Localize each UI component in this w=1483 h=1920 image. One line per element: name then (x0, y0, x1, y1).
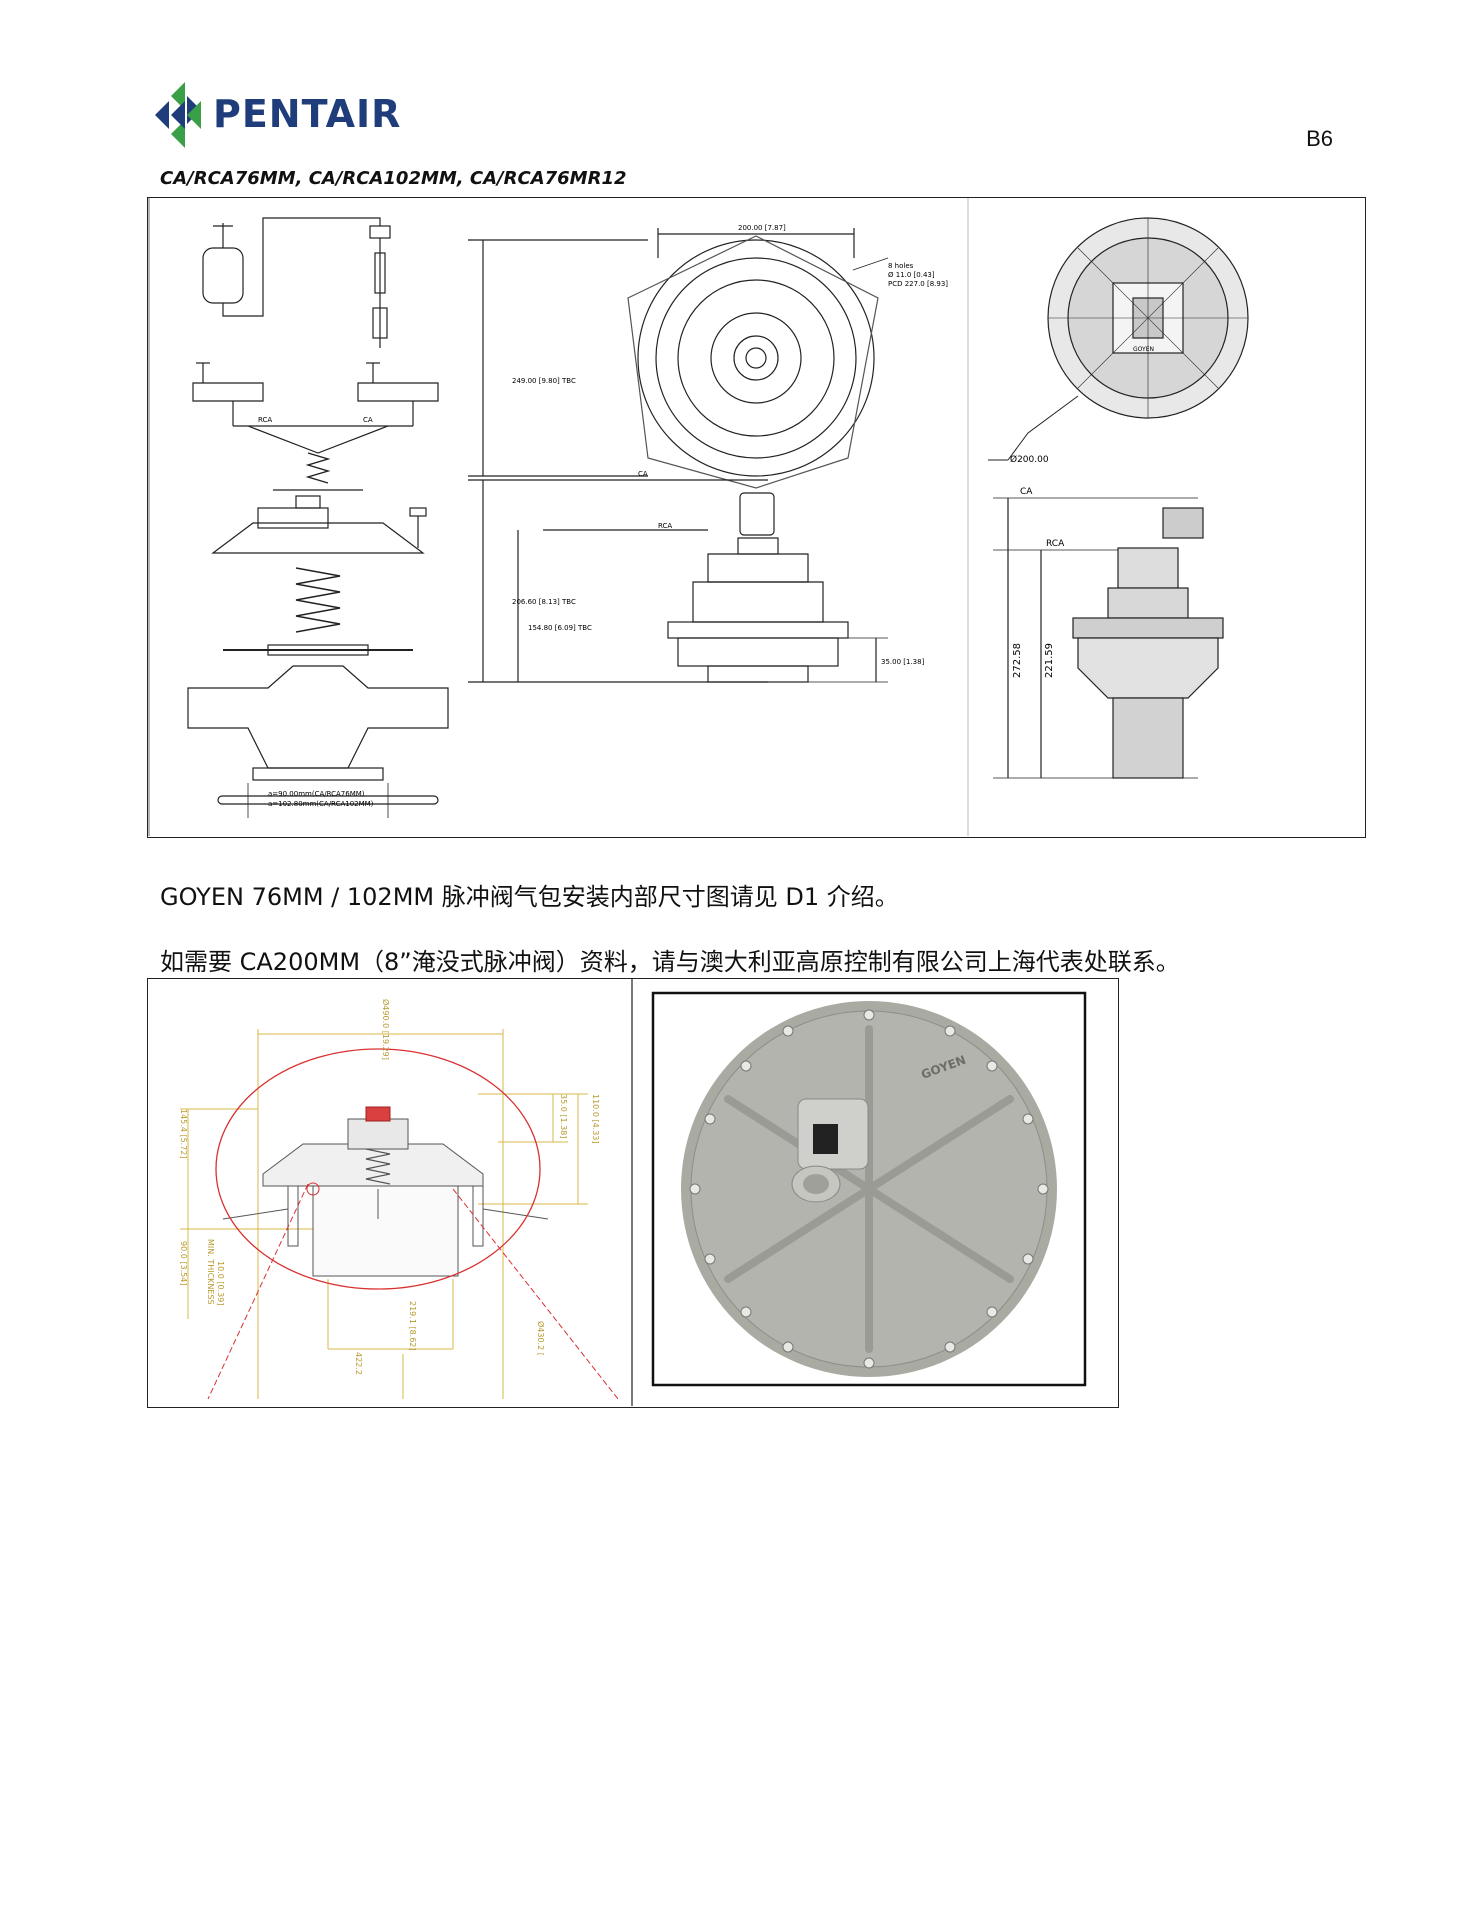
dim-110: 110.0 [4.33] (591, 1094, 600, 1144)
dim-422: 422.2 (354, 1352, 363, 1375)
dim-90: 90.0 [3.54] (179, 1241, 188, 1285)
pilot-housing-shape (202, 247, 244, 304)
red-highlight-ellipse (215, 1048, 541, 1290)
dim-rca-height: 154.80 [6.09] TBC (528, 624, 592, 632)
dim-221: 221.59 (1044, 643, 1055, 678)
dim-10: 10.0 [0.39] (216, 1261, 225, 1305)
dim-272: 272.58 (1012, 643, 1023, 678)
dim-base: 35.00 [1.38] (881, 658, 925, 666)
valve-photo: GOYEN (681, 1001, 1057, 1377)
dim-219: 219.1 [8.62] (408, 1301, 417, 1351)
brand-label: GOYEN (1133, 346, 1154, 353)
ca200-drawing-svg: Ø490.0 [19.29] 145.4 [5.72] 35.0 [1.38] … (179, 979, 1087, 1406)
dim-490: Ø490.0 [19.29] (381, 999, 391, 1060)
paragraph-contact-note: 如需要 CA200MM（8”淹没式脉冲阀）资料，请与澳大利亚高原控制有限公司上海… (160, 948, 1180, 976)
side-view-solenoid (739, 492, 775, 536)
bolt-note-1: 8 holes (888, 262, 914, 270)
model-subtitle: CA/RCA76MM, CA/RCA102MM, CA/RCA76MR12 (160, 168, 627, 189)
dim-35: 35.0 [1.38] (559, 1094, 568, 1138)
dimension-drawing-svg: 200.00 [7.87] 8 holes Ø 11.0 [0.43] PCD … (148, 198, 1249, 836)
dim-top-width: 200.00 [7.87] (738, 224, 786, 232)
paragraph-install-note: GOYEN 76MM / 102MM 脉冲阀气包安装内部尺寸图请见 D1 介绍。 (160, 883, 899, 911)
right-label-rca: RCA (1046, 539, 1065, 549)
side-label-rca: RCA (658, 522, 672, 530)
explode-label-rca: RCA (258, 416, 272, 424)
side-label-ca: CA (638, 470, 648, 478)
ca200-drawing-panel: Ø490.0 [19.29] 145.4 [5.72] 35.0 [1.38] … (147, 978, 1119, 1408)
bolt-note-3: PCD 227.0 [8.93] (888, 280, 948, 288)
right-label-ca: CA (1020, 487, 1033, 497)
explode-label-ca: CA (363, 416, 373, 424)
top-view-outer-circle (637, 239, 875, 477)
dim-diameter: Ø200.00 (1010, 454, 1049, 465)
brand-name: PENTAIR (213, 92, 402, 136)
note-a-2: a=102.80mm(CA/RCA102MM) (268, 800, 374, 808)
pentair-logo-icon (155, 82, 201, 148)
dim-tbc-height: 249.00 [9.80] TBC (512, 377, 576, 385)
dim-ca-height: 206.60 [8.13] TBC (512, 598, 576, 606)
dim-10-note: MIN. THICKNESS (206, 1239, 215, 1305)
dim-430: Ø430.2 [ (536, 1321, 546, 1356)
page-number: B6 (1306, 126, 1333, 151)
valve-dimension-drawing: 200.00 [7.87] 8 holes Ø 11.0 [0.43] PCD … (147, 197, 1366, 838)
dim-145: 145.4 [5.72] (179, 1109, 188, 1159)
note-a-1: a=90.00mm(CA/RCA76MM) (268, 790, 365, 798)
bolt-note-2: Ø 11.0 [0.43] (888, 271, 935, 279)
pentair-logo: PENTAIR (155, 82, 415, 152)
